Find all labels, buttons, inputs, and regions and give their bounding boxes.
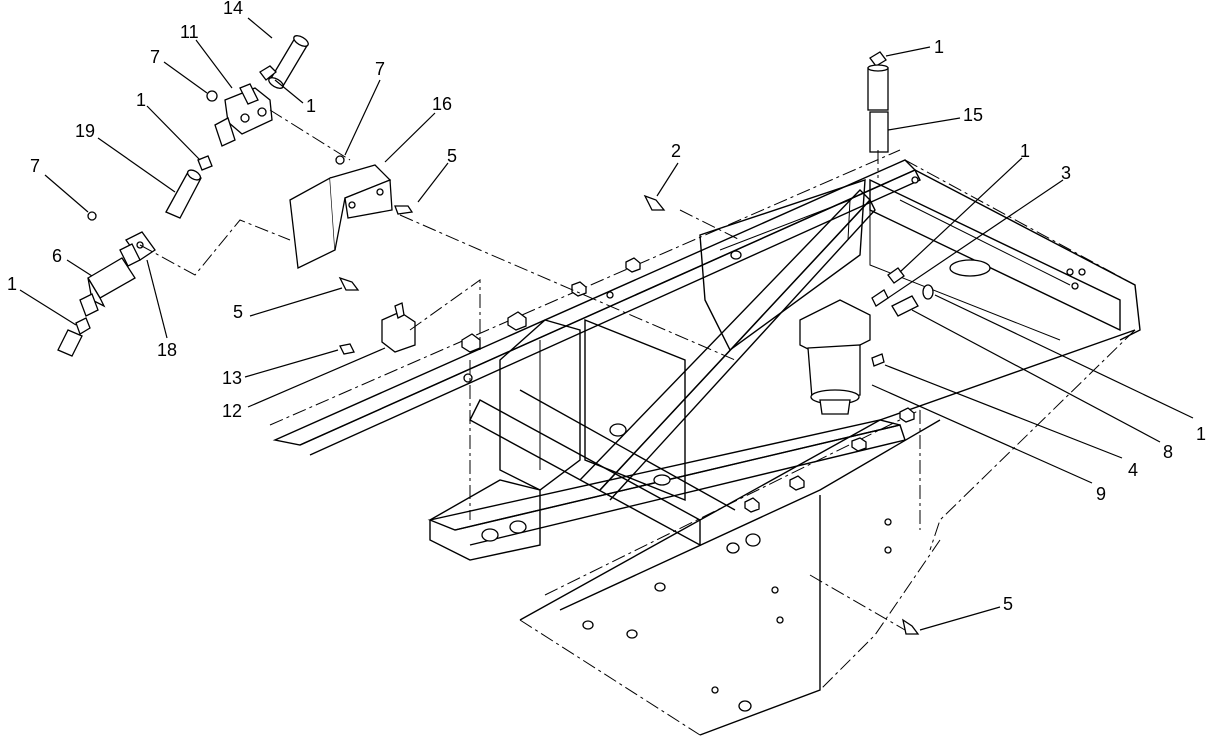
washer-part-7 [87, 211, 97, 221]
leader-lines [19, 17, 1194, 631]
hose-part-19 [165, 169, 202, 219]
frame-holes [463, 176, 1086, 712]
assembly-lines [139, 109, 921, 690]
callout-7: 7 [30, 156, 40, 176]
callout-18: 18 [157, 340, 177, 360]
mounting-bracket-part-16 [289, 164, 393, 269]
bolt-part-5 [394, 205, 414, 215]
callout-7: 7 [150, 47, 160, 67]
chassis-frame [269, 149, 1141, 736]
callout-5: 5 [1003, 594, 1013, 614]
screw-part-13 [339, 343, 355, 355]
callout-16: 16 [432, 94, 452, 114]
callout-6: 6 [52, 246, 62, 266]
callout-1: 1 [1020, 141, 1030, 161]
callout-5: 5 [447, 146, 457, 166]
callout-1: 1 [7, 274, 17, 294]
hose-part-14 [268, 35, 309, 89]
callout-15: 15 [963, 105, 983, 125]
callout-1: 1 [306, 96, 316, 116]
fuel-filter-part-6 [79, 243, 141, 317]
callout-14: 14 [223, 0, 243, 18]
water-separator-part-9 [799, 299, 871, 415]
bolt-part-5 [338, 276, 360, 291]
relay-part-12 [381, 302, 416, 353]
callout-13: 13 [222, 368, 242, 388]
clamps [75, 51, 887, 335]
callout-1: 1 [136, 90, 146, 110]
callout-labels: 14 11 7 1 1 19 7 6 1 18 7 16 5 5 13 12 2… [7, 0, 1206, 614]
callout-2: 2 [671, 141, 681, 161]
fitting-parts [871, 267, 934, 367]
rail-bolts [461, 257, 915, 513]
callout-19: 19 [75, 121, 95, 141]
washer-part-7 [335, 155, 345, 165]
callout-12: 12 [222, 401, 242, 421]
callout-9: 9 [1096, 484, 1106, 504]
filter-bracket-part-18 [125, 231, 156, 261]
callout-11: 11 [180, 22, 199, 42]
hose-end-bottom-left [57, 329, 83, 357]
callout-3: 3 [1061, 163, 1071, 183]
bolt-part-2 [643, 194, 666, 211]
callout-1: 1 [934, 37, 944, 57]
bolt-part-5 [902, 618, 920, 635]
hose-part-15 [867, 64, 889, 153]
callout-1: 1 [1196, 424, 1206, 444]
callout-4: 4 [1128, 460, 1138, 480]
callout-8: 8 [1163, 442, 1173, 462]
fuel-pump-part-11 [206, 83, 273, 147]
callout-7: 7 [375, 59, 385, 79]
callout-5: 5 [233, 302, 243, 322]
